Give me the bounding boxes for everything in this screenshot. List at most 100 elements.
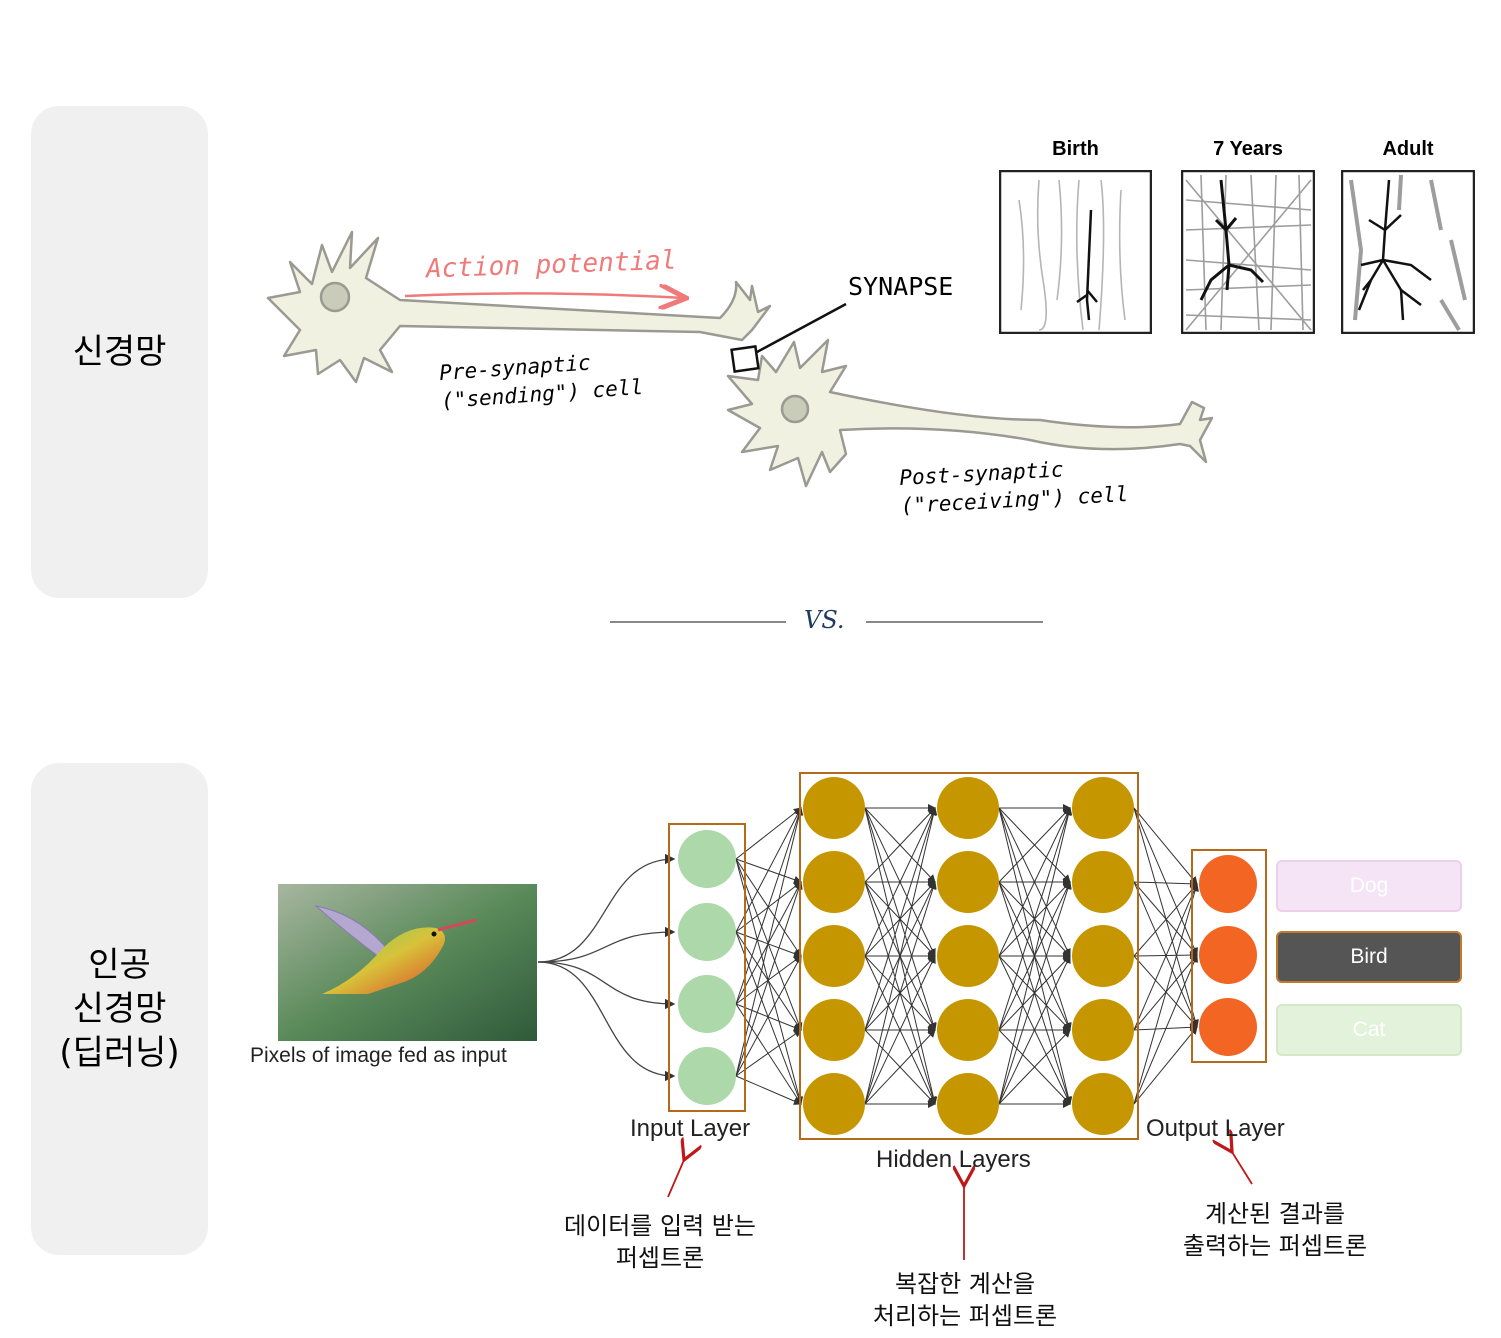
output-note-arrow: [1232, 1152, 1253, 1185]
network-edge: [735, 807, 802, 860]
network-edge: [1133, 807, 1198, 956]
network-edge: [998, 955, 1071, 1105]
network-edge: [998, 807, 1071, 883]
pre-synaptic-neuron: [266, 230, 772, 384]
network-edge: [1133, 879, 1198, 888]
hidden-node: [1072, 777, 1134, 839]
network-edge: [998, 807, 1072, 1031]
note-line: 퍼셉트론: [615, 1244, 705, 1272]
network-edge: [998, 1029, 1071, 1105]
network-edge: [735, 931, 803, 1105]
stage-image-birth: [999, 170, 1152, 334]
network-edge: [735, 807, 803, 1005]
input-layer-note: 데이터를 입력 받는 퍼셉트론: [540, 1210, 780, 1274]
section-label-artificial: 인공 신경망 (딥러닝): [31, 763, 208, 1255]
network-edge: [1133, 955, 1198, 1028]
hidden-node: [937, 999, 999, 1061]
hidden-node: [1072, 999, 1134, 1061]
output-layer-note: 계산된 결과를 출력하는 퍼셉트론: [1155, 1198, 1395, 1262]
hidden-node: [803, 1073, 865, 1135]
network-edge: [1133, 1026, 1198, 1105]
output-class-dog: Dog: [1276, 860, 1462, 912]
network-edge: [864, 807, 937, 1031]
synapse-box: [730, 345, 760, 373]
divider-line-left: [610, 621, 786, 623]
note-line: 복잡한 계산을: [894, 1270, 1036, 1298]
section-label-line: (딥러닝): [59, 1033, 180, 1073]
note-line: 계산된 결과를: [1204, 1200, 1346, 1228]
hidden-node: [803, 851, 865, 913]
input-node: [678, 830, 736, 888]
hidden-node: [803, 777, 865, 839]
section-label-line: 인공: [88, 945, 151, 985]
input-connection: [537, 961, 676, 1082]
input-node: [678, 903, 736, 961]
input-layer-label: Input Layer: [630, 1115, 751, 1142]
output-class-bird: Bird: [1276, 931, 1462, 983]
network-edge: [735, 955, 802, 1077]
hidden-node: [803, 999, 865, 1061]
network-edge: [735, 1003, 802, 1105]
input-connection: [537, 853, 676, 963]
stage-title-7-years: 7 Years: [1213, 138, 1283, 160]
network-edge: [735, 1075, 802, 1105]
input-layer-frame: [668, 823, 746, 1112]
network-edge: [1133, 951, 1198, 960]
stage-image-adult: [1341, 170, 1475, 334]
output-layer-frame: [1191, 849, 1267, 1063]
neuron-diagram: [266, 230, 1214, 488]
network-edge: [1133, 883, 1199, 1105]
hidden-node: [803, 925, 865, 987]
section-label-biological: 신경망: [31, 106, 208, 598]
network-edge: [1133, 881, 1198, 956]
output-node: [1199, 926, 1257, 984]
action-potential-arrow: [404, 293, 684, 298]
section-label-line: 신경망: [72, 989, 167, 1029]
input-image-caption: Pixels of image fed as input: [250, 1044, 507, 1067]
network-edge: [864, 955, 936, 1105]
network-edge: [735, 807, 802, 933]
hidden-node: [1072, 851, 1134, 913]
stage-title-adult: Adult: [1382, 138, 1434, 160]
network-edge: [864, 807, 938, 1105]
network-edge: [1133, 807, 1199, 1028]
input-connection: [537, 926, 676, 963]
output-node: [1199, 998, 1257, 1056]
synapse-pointer: [756, 302, 847, 354]
note-line: 데이터를 입력 받는: [564, 1212, 756, 1240]
network-edge: [998, 881, 1072, 1105]
divider-line-right: [866, 621, 1043, 623]
hidden-node: [937, 1073, 999, 1135]
hidden-layers-frame: [799, 772, 1139, 1140]
hummingbird-image: [278, 884, 537, 1041]
network-edge: [735, 807, 804, 1077]
stage-image-7-years: [1181, 170, 1315, 334]
output-layer-label: Output Layer: [1146, 1115, 1285, 1142]
network-edge: [998, 807, 1073, 1105]
hidden-node: [1072, 1073, 1134, 1135]
network-edge: [1133, 883, 1198, 1031]
post-synaptic-neuron: [726, 338, 1214, 488]
network-edge: [864, 807, 936, 957]
output-node: [1199, 855, 1257, 913]
hidden-node: [1072, 925, 1134, 987]
input-note-arrow: [667, 1160, 684, 1198]
network-edge: [1133, 954, 1198, 1105]
hidden-layers-label: Hidden Layers: [876, 1146, 1031, 1173]
output-class-cat: Cat: [1276, 1004, 1462, 1056]
hidden-node: [937, 851, 999, 913]
network-edge: [864, 1029, 936, 1105]
network-edge: [1133, 883, 1198, 957]
hidden-layers-note: 복잡한 계산을 처리하는 퍼셉트론: [845, 1268, 1085, 1332]
network-edge: [735, 1029, 802, 1077]
input-node: [678, 1047, 736, 1105]
network-edge: [1133, 881, 1198, 1028]
vs-label: VS.: [804, 606, 845, 634]
input-connection: [537, 961, 676, 1010]
stage-title-birth: Birth: [1052, 138, 1099, 160]
section-label-line: 신경망: [72, 332, 167, 372]
hidden-node: [937, 925, 999, 987]
hidden-node: [937, 777, 999, 839]
network-edge: [998, 807, 1071, 957]
